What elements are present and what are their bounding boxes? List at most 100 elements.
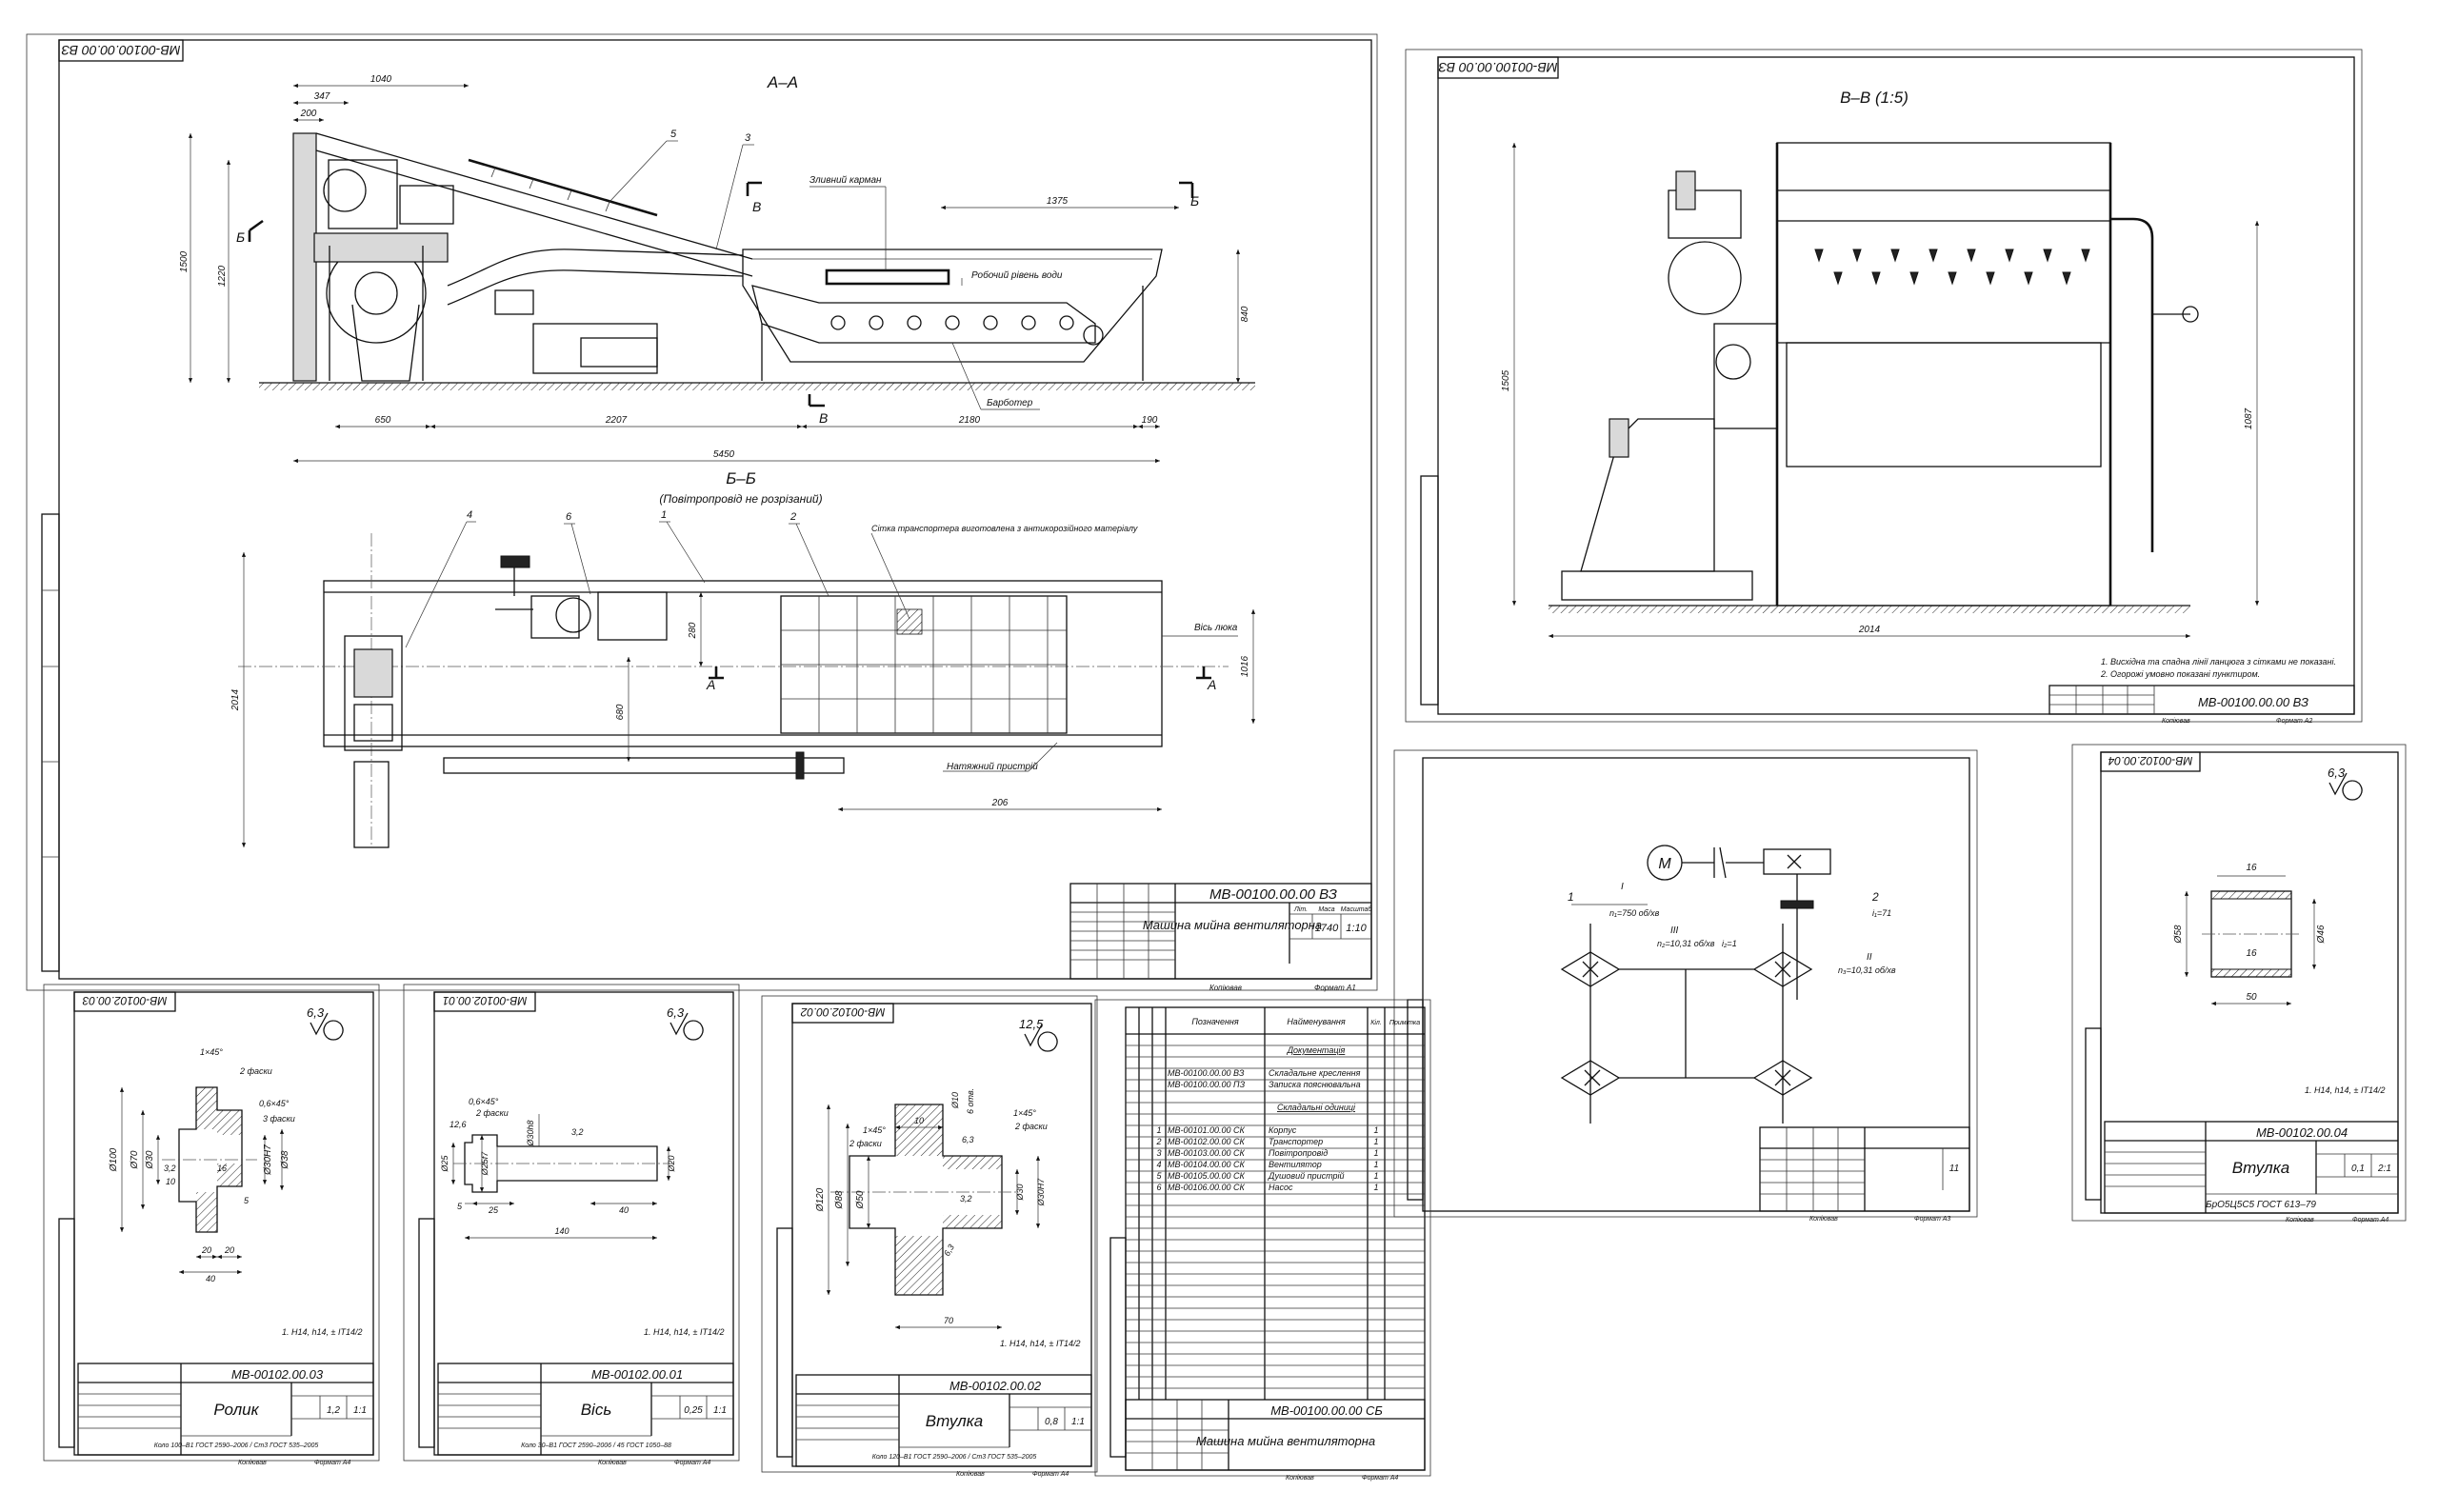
sheet-rolik: МВ-00102.00.03 6,3 Ø100 Ø70 Ø30 Ø30H7 Ø3… bbox=[43, 984, 380, 1466]
spec-row-pos: 6 bbox=[1156, 1183, 1161, 1192]
stamp-material-vis: Коло 30–В1 ГОСТ 2590–2006 / 45 ГОСТ 1050… bbox=[521, 1442, 671, 1449]
spec-section-units: Складальні одиниці bbox=[1277, 1103, 1356, 1112]
roughness-rolik: 6,3 bbox=[307, 1005, 325, 1020]
stamp-material-rolik: Коло 100–В1 ГОСТ 2590–2006 / Ст3 ГОСТ 53… bbox=[154, 1442, 319, 1449]
dim-v02-7: 6 отв. bbox=[966, 1088, 975, 1114]
spec-row-pos: 2 bbox=[1155, 1137, 1161, 1146]
spec-row-qty: 1 bbox=[1373, 1125, 1378, 1135]
stamp-code-rolik: МВ-00102.00.03 bbox=[231, 1367, 324, 1382]
dim-plan-206: 206 bbox=[991, 798, 1009, 808]
stamp-copied-spec: Копіював bbox=[1286, 1474, 1314, 1482]
stamp-copied-vis: Копіював bbox=[598, 1459, 627, 1466]
spec-head-qty: Кіл. bbox=[1370, 1019, 1382, 1026]
spec-row-pos: 5 bbox=[1156, 1171, 1162, 1181]
dim-v02-12: 70 bbox=[944, 1316, 953, 1325]
spec-row-name: Насос bbox=[1269, 1183, 1293, 1192]
sheet-vtulka-04: МВ-00102.00.04 6,3 16 16 Ø58 Ø46 50 1. H… bbox=[2071, 744, 2407, 1224]
overflow-pocket bbox=[825, 269, 950, 286]
dim-vis-3: Ø20 bbox=[667, 1155, 676, 1172]
kin-label-I: I bbox=[1621, 882, 1624, 892]
housing-section bbox=[1776, 142, 2111, 607]
dim-vis-9: 40 bbox=[619, 1205, 629, 1215]
kin-n3: n₃=10,31 об/хв bbox=[1838, 965, 1896, 975]
stamp-scale-v04: 2:1 bbox=[2377, 1164, 2391, 1174]
stamp-mass-1: 1740 bbox=[1315, 923, 1339, 934]
kin-i1: i₁=71 bbox=[1872, 908, 1891, 918]
dim-bottom-4: 190 bbox=[1142, 415, 1158, 426]
sheet-vtulka-02: МВ-00102.00.02 12,5 Ø120 Ø88 Ø50 Ø30 Ø30… bbox=[761, 995, 1098, 1478]
dim-v02-6: Ø10 bbox=[950, 1092, 960, 1109]
roughness-v04: 6,3 bbox=[2328, 766, 2346, 780]
dim-vis-5: 12,6 bbox=[450, 1120, 467, 1129]
motor bbox=[399, 185, 454, 225]
section-bb-note: (Повітропровід не розрізаний) bbox=[659, 492, 822, 506]
dim-rolik-8: 16 bbox=[217, 1164, 227, 1173]
stamp-scale-rolik: 1:1 bbox=[353, 1405, 367, 1416]
chamfer-v02-3: 1×45° bbox=[1013, 1108, 1036, 1118]
dim-v02-2: Ø88 bbox=[834, 1190, 845, 1209]
position-1: 1 bbox=[661, 509, 667, 521]
stamp-format-2: Формат А2 bbox=[2276, 718, 2312, 725]
note-v04: 1. H14, h14, ± IT14/2 bbox=[2305, 1085, 2386, 1095]
chamfer-vis-1: 0,6×45° bbox=[469, 1097, 499, 1106]
spec-row-name: Душовий пристрій bbox=[1268, 1171, 1345, 1181]
dim-v02-4: Ø30 bbox=[1015, 1184, 1025, 1201]
motor-plan bbox=[597, 591, 668, 641]
dim-plan-2014: 2014 bbox=[230, 688, 241, 711]
position-4: 4 bbox=[467, 509, 472, 521]
sprocket-right-bottom bbox=[1752, 1060, 1813, 1096]
dim-rolik-12: 40 bbox=[206, 1274, 215, 1283]
stamp-format-1: Формат А1 bbox=[1314, 984, 1356, 992]
stamp-mass-vis: 0,25 bbox=[684, 1405, 703, 1416]
spec-section-doc: Документація bbox=[1287, 1045, 1346, 1055]
dim-vis-4: Ø25f7 bbox=[480, 1151, 490, 1177]
spec-row-name: Вентилятор bbox=[1269, 1160, 1322, 1169]
stamp-code-vis: МВ-00102.00.01 bbox=[591, 1367, 683, 1382]
kin-n2: n₂=10,31 об/хв bbox=[1657, 939, 1715, 948]
stamp-copied-rolik: Копіював bbox=[238, 1459, 267, 1466]
position-5: 5 bbox=[670, 129, 677, 140]
dim-vv-1505: 1505 bbox=[1501, 369, 1511, 391]
drum bbox=[1786, 342, 2102, 468]
spec-doc-2-code: МВ-00100.00.00 ПЗ bbox=[1168, 1080, 1246, 1089]
plan-frame bbox=[323, 580, 1163, 747]
dim-vis-2: Ø25 bbox=[440, 1155, 450, 1173]
note-vv-1: 1. Висхідна та спадна лінії ланцюга з сі… bbox=[2101, 657, 2336, 666]
stamp-copied-2: Копіював bbox=[2162, 717, 2190, 725]
dim-top-2: 347 bbox=[314, 91, 330, 102]
dim-plan-680: 680 bbox=[615, 704, 626, 720]
position-6: 6 bbox=[566, 511, 572, 523]
dim-rolik-11: 20 bbox=[224, 1245, 234, 1255]
stamp-code-spec: МВ-00100.00.00 СБ bbox=[1270, 1403, 1383, 1418]
spec-head-note: Примітка bbox=[1389, 1019, 1420, 1026]
drive-sprocket bbox=[323, 169, 367, 212]
dim-rolik-7: 10 bbox=[166, 1177, 175, 1186]
section-aa-label: А–А bbox=[767, 73, 798, 91]
roughness-vis: 6,3 bbox=[667, 1005, 685, 1020]
dim-plan-1016: 1016 bbox=[1240, 655, 1250, 677]
spec-row-code: МВ-00104.00.00 СК bbox=[1168, 1160, 1246, 1169]
dim-rolik-2: Ø70 bbox=[130, 1150, 140, 1169]
label-overflow: Зливний карман bbox=[809, 175, 882, 186]
stamp-format-vis: Формат А4 bbox=[674, 1460, 710, 1466]
dim-v02-9: 3,2 bbox=[960, 1194, 972, 1204]
feed-column bbox=[292, 132, 317, 382]
dim-rolik-4: Ø30H7 bbox=[263, 1144, 273, 1176]
stamp-copied-v04: Копіював bbox=[2286, 1216, 2314, 1224]
dim-vis-7: 5 bbox=[457, 1202, 463, 1211]
spec-row-qty: 1 bbox=[1373, 1160, 1378, 1169]
dim-rolik-6: 3,2 bbox=[164, 1164, 176, 1173]
dim-rolik-10: 20 bbox=[201, 1245, 211, 1255]
spec-row-code: МВ-00103.00.00 СК bbox=[1168, 1148, 1246, 1158]
stamp-mass-v04: 0,1 bbox=[2351, 1164, 2365, 1174]
dim-v02-11: 10 bbox=[914, 1116, 924, 1125]
sprocket-right-top bbox=[1752, 951, 1813, 987]
label-barbotage: Барботер bbox=[987, 397, 1033, 408]
stamp-title-v04: Втулка bbox=[2232, 1159, 2290, 1177]
chamfer-rolik-1: 1×45° bbox=[200, 1047, 223, 1057]
spec-unit-rows: 1 МВ-00101.00.00 СК Корпус 1 2 МВ-00102.… bbox=[1155, 1125, 1378, 1192]
corner-code-rolik: МВ-00102.00.03 bbox=[82, 994, 167, 1007]
axle-profile bbox=[464, 1134, 658, 1193]
mark-v-bottom: В bbox=[819, 410, 828, 426]
kin-format: Формат А3 bbox=[1914, 1216, 1950, 1223]
